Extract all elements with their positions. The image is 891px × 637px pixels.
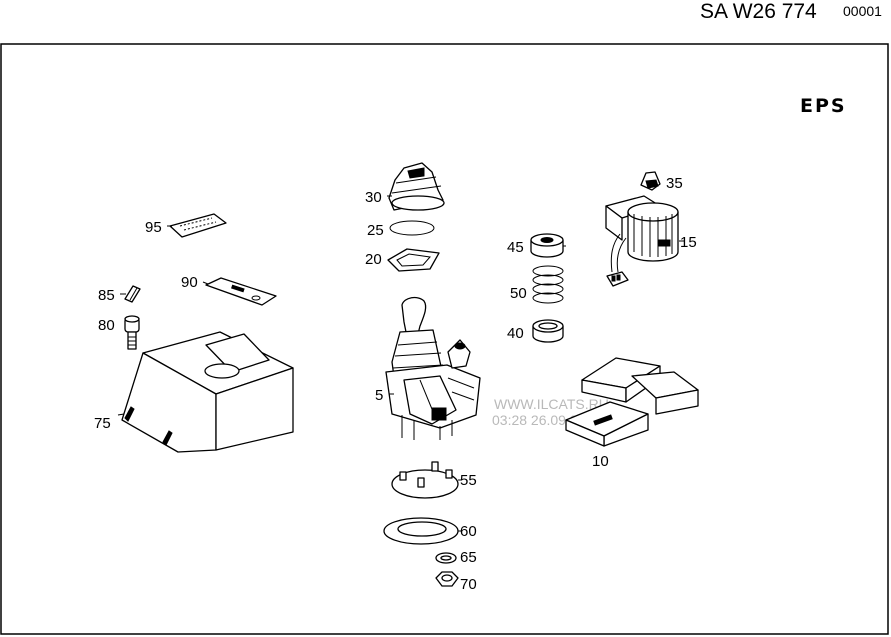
part-75-housing[interactable] bbox=[121, 331, 294, 453]
callout-55[interactable]: 55 bbox=[460, 472, 477, 489]
callout-45[interactable]: 45 bbox=[507, 239, 524, 256]
callout-5[interactable]: 5 bbox=[375, 387, 383, 404]
callout-15[interactable]: 15 bbox=[680, 234, 697, 251]
callout-25[interactable]: 25 bbox=[367, 222, 384, 239]
callout-80[interactable]: 80 bbox=[98, 317, 115, 334]
part-40-ring[interactable] bbox=[532, 319, 564, 343]
part-60-seal[interactable] bbox=[383, 517, 459, 545]
part-45-ring[interactable] bbox=[530, 233, 564, 258]
callout-10[interactable]: 10 bbox=[592, 453, 609, 470]
part-30-rubber-boot[interactable] bbox=[388, 162, 445, 211]
diagram-code: SA W26 774 bbox=[700, 0, 817, 23]
callout-70[interactable]: 70 bbox=[460, 576, 477, 593]
part-5-selector-lever[interactable] bbox=[385, 296, 481, 440]
part-10-bracket-set[interactable] bbox=[565, 357, 699, 447]
callout-65[interactable]: 65 bbox=[460, 549, 477, 566]
part-15-actuator-motor[interactable] bbox=[605, 195, 679, 287]
part-80-screw[interactable] bbox=[124, 315, 140, 350]
callout-35[interactable]: 35 bbox=[666, 175, 683, 192]
watermark-line1: WWW.ILCATS.RU bbox=[494, 396, 609, 412]
callout-90[interactable]: 90 bbox=[181, 274, 198, 291]
callout-95[interactable]: 95 bbox=[145, 219, 162, 236]
callout-30[interactable]: 30 bbox=[365, 189, 382, 206]
part-85-plug[interactable] bbox=[124, 285, 141, 303]
callout-40[interactable]: 40 bbox=[507, 325, 524, 342]
callout-75[interactable]: 75 bbox=[94, 415, 111, 432]
part-70-nut[interactable] bbox=[435, 571, 459, 587]
eps-tag: EPS bbox=[800, 95, 847, 117]
diagram-number: 00001 bbox=[843, 3, 882, 19]
leader-lines bbox=[117, 195, 684, 532]
callout-60[interactable]: 60 bbox=[460, 523, 477, 540]
part-65-washer[interactable] bbox=[435, 552, 457, 564]
part-35-knob[interactable] bbox=[640, 171, 661, 191]
part-55-base-plate[interactable] bbox=[391, 461, 459, 499]
callout-85[interactable]: 85 bbox=[98, 287, 115, 304]
part-90-cover-plate[interactable] bbox=[205, 277, 277, 306]
part-95-label-plate[interactable] bbox=[169, 213, 227, 238]
callout-20[interactable]: 20 bbox=[365, 251, 382, 268]
part-20-gasket[interactable] bbox=[387, 248, 440, 272]
callout-50[interactable]: 50 bbox=[510, 285, 527, 302]
part-50-spring[interactable] bbox=[532, 265, 564, 304]
diagram-frame bbox=[0, 43, 889, 635]
part-25-retaining-ring[interactable] bbox=[389, 220, 435, 236]
